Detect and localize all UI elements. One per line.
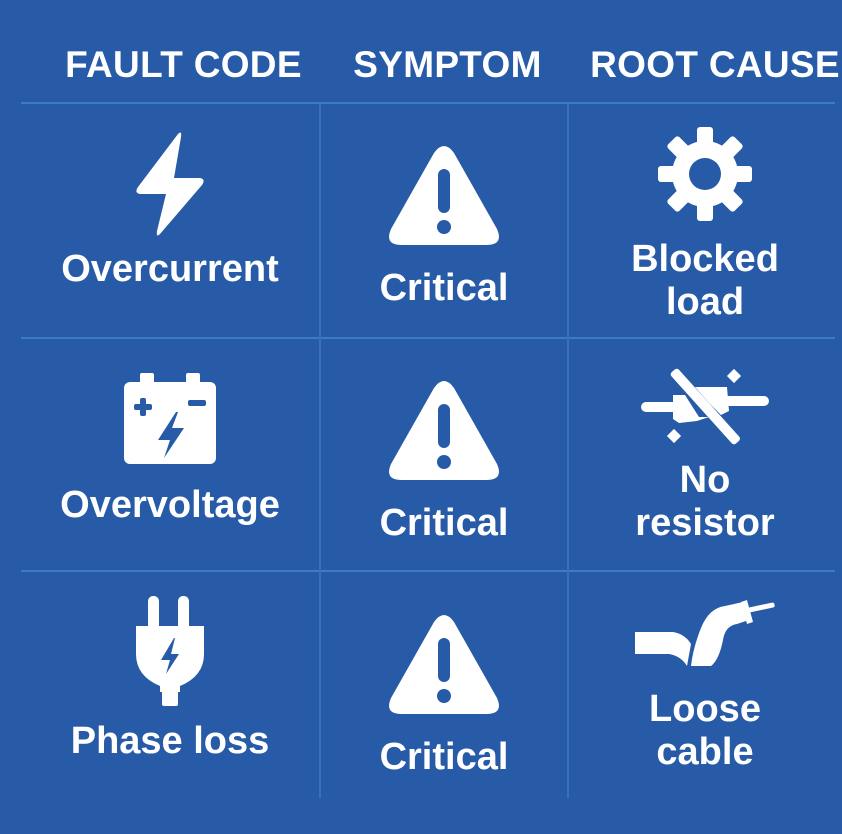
symptom-label: Critical [379,502,509,544]
lightning-bolt-icon [136,132,204,236]
header-symptom: SYMPTOM [353,44,542,85]
power-plug-icon [136,596,204,706]
row-1-root-cause: Blocked load [568,126,842,324]
warning-triangle-icon [389,146,499,245]
loose-cable-icon [635,600,775,666]
header-root-cause: ROOT CAUSE [590,44,840,85]
row-3-root-cause: Loose cable [568,598,842,774]
cause-label-line-1: Loose [649,688,761,730]
warning-triangle-icon [389,381,499,480]
cause-label-line-2: cable [656,731,754,773]
header-fault-code: FAULT CODE [65,44,302,85]
row-3-fault-code: Phase loss [20,596,320,763]
divider-row-1 [21,337,835,339]
cause-label-line-1: Blocked [631,238,779,280]
row-2-symptom: Critical [320,380,568,545]
row-3-symptom: Critical [320,614,568,779]
divider-col-1 [319,103,321,798]
cause-label-line-1: No [679,459,731,501]
row-1-symptom: Critical [320,145,568,310]
table-header: FAULT CODE SYMPTOM ROOT CAUSE [0,0,842,103]
fault-label: Overvoltage [60,484,280,526]
fault-label: Phase loss [70,720,270,762]
symptom-label: Critical [379,736,509,778]
symptom-label: Critical [379,267,509,309]
row-2-fault-code: Overvoltage [20,370,320,527]
row-1-fault-code: Overcurrent [20,128,320,291]
battery-icon [124,373,216,464]
divider-col-2 [567,103,569,798]
warning-triangle-icon [389,615,499,714]
cause-label-line-2: load [665,281,745,323]
divider-header [21,102,835,104]
divider-row-2 [21,570,835,572]
disconnected-plug-icon [641,368,769,445]
fault-label: Overcurrent [61,248,279,290]
cause-label-line-2: resistor [635,502,775,544]
row-2-root-cause: No resistor [568,365,842,545]
gear-icon [658,127,752,221]
